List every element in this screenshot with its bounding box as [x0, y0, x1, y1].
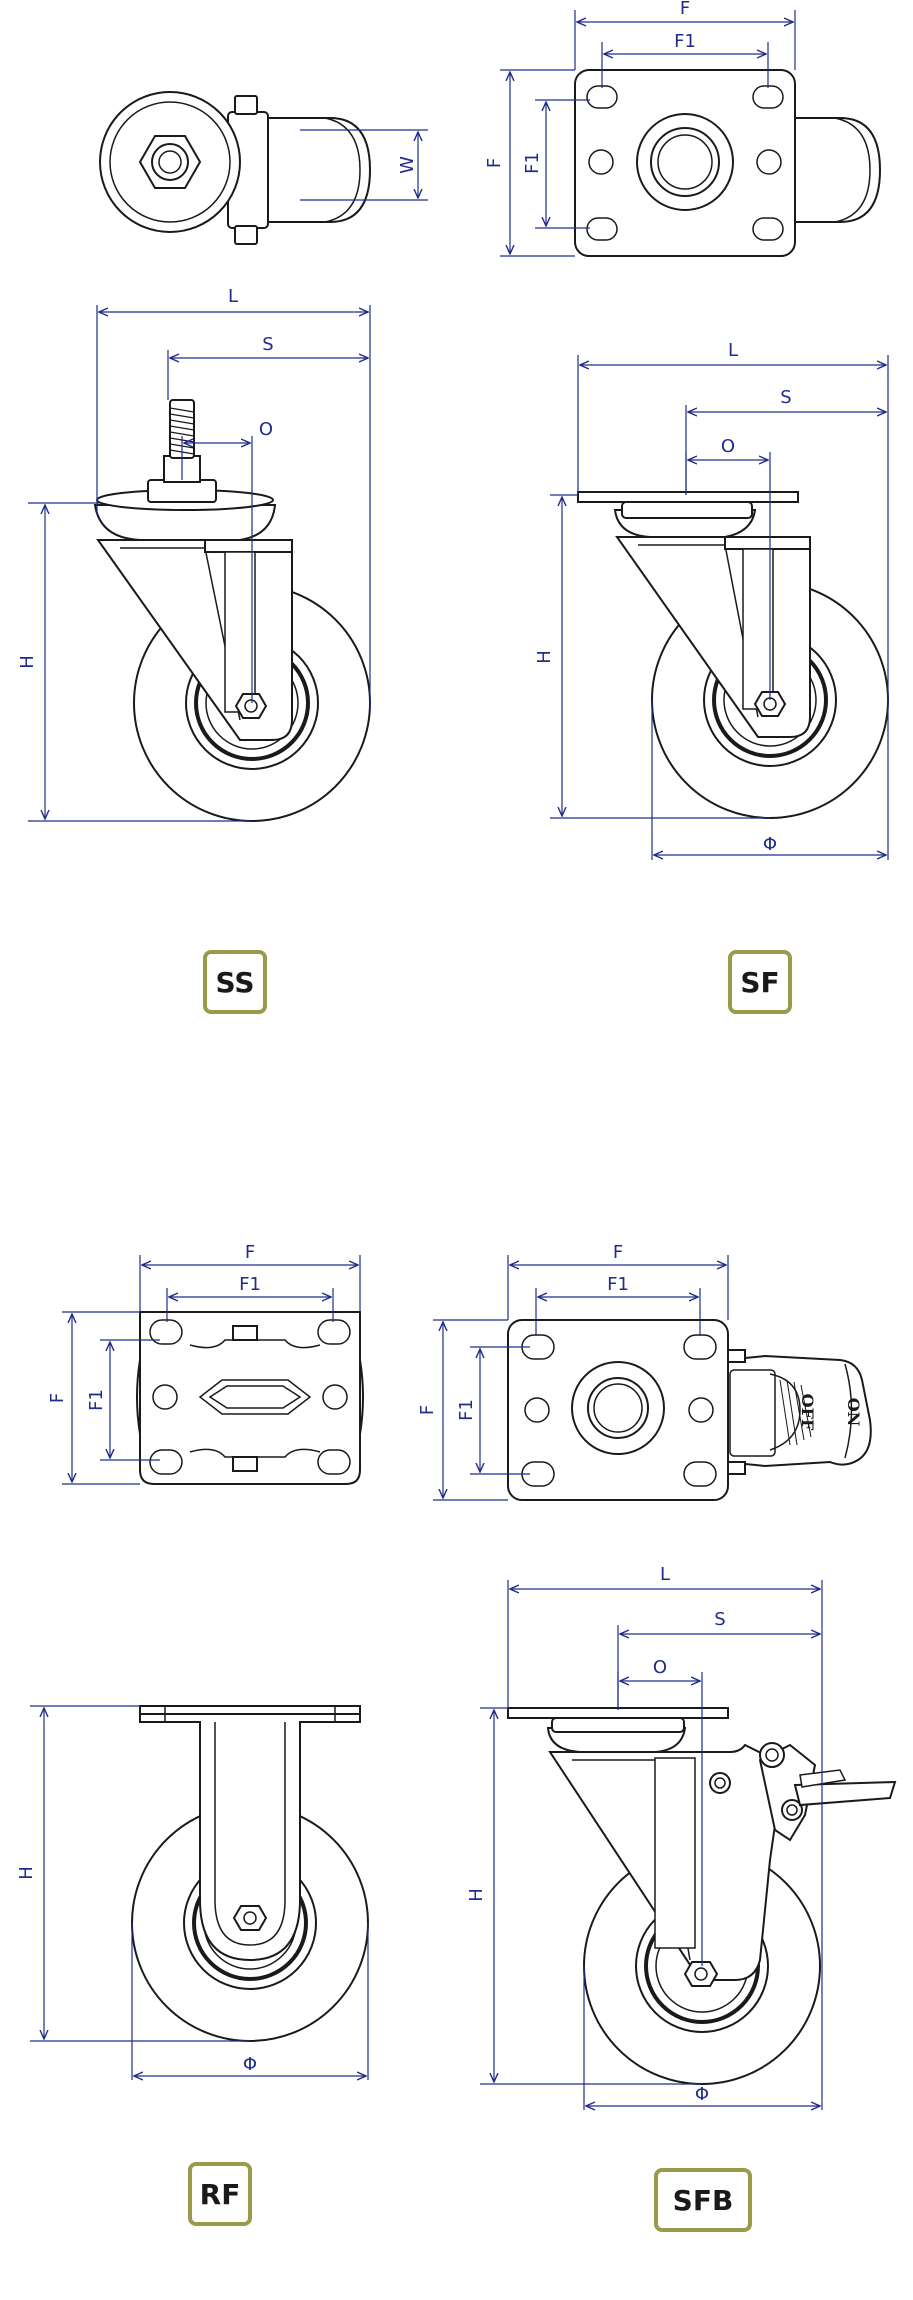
sf-side-view [577, 491, 889, 819]
sf-top-f-label: F [680, 0, 690, 19]
ss-side-view [93, 399, 371, 822]
sfb-top-f1-side-label: F1 [456, 1399, 477, 1421]
sf-top-view [574, 69, 882, 257]
ss-l-label: L [228, 286, 238, 307]
badge-sf: SF [728, 950, 792, 1014]
sfb-s-label: S [714, 1609, 725, 1630]
ss-s-label: S [262, 334, 273, 355]
ss-h-label: H [17, 655, 38, 669]
sfb-phi-label: Φ [695, 2084, 709, 2105]
ss-w-dimension [300, 129, 428, 201]
badge-sfb: SFB [654, 2168, 752, 2232]
rf-top-view [136, 1311, 364, 1485]
sf-o-label: O [721, 436, 735, 457]
sf-top-f1-side-label: F1 [522, 152, 543, 174]
sfb-on-text: ON [844, 1398, 863, 1427]
rf-phi-label: Φ [243, 2054, 257, 2075]
ss-o-label: O [259, 419, 273, 440]
rf-side-dimensions [30, 1705, 369, 2080]
sf-l-label: L [728, 340, 738, 361]
sfb-h-label: H [466, 1888, 487, 1902]
rf-top-f1-label: F1 [239, 1274, 261, 1295]
ss-top-view [99, 91, 372, 245]
sfb-top-f1-label: F1 [607, 1274, 629, 1295]
rf-top-f-label: F [245, 1242, 255, 1263]
sf-h-label: H [534, 650, 555, 664]
sfb-side-dimensions [480, 1580, 823, 2110]
sfb-top-dimensions [433, 1255, 729, 1501]
sf-phi-label: Φ [763, 834, 777, 855]
sfb-o-label: O [653, 1657, 667, 1678]
sf-s-label: S [780, 387, 791, 408]
sf-top-dimensions [500, 10, 796, 257]
sfb-off-text: OFF [798, 1394, 817, 1431]
sf-top-f-side-label: F [484, 158, 505, 168]
rf-h-label: H [16, 1866, 37, 1880]
sfb-top-view [507, 1319, 872, 1501]
rf-side-view [131, 1705, 369, 2042]
sf-side-dimensions [550, 355, 889, 860]
rf-top-f1-side-label: F1 [86, 1389, 107, 1411]
sfb-top-f-label: F [613, 1242, 623, 1263]
ss-w-label: W [397, 156, 418, 174]
badge-ss: SS [203, 950, 267, 1014]
sfb-l-label: L [660, 1564, 670, 1585]
rf-top-f-side-label: F [47, 1393, 68, 1403]
sf-top-f1-label: F1 [674, 31, 696, 52]
sfb-top-f-side-label: F [417, 1405, 438, 1415]
rf-top-dimensions [62, 1255, 361, 1485]
badge-rf: RF [188, 2162, 252, 2226]
ss-side-dimensions [28, 305, 371, 822]
